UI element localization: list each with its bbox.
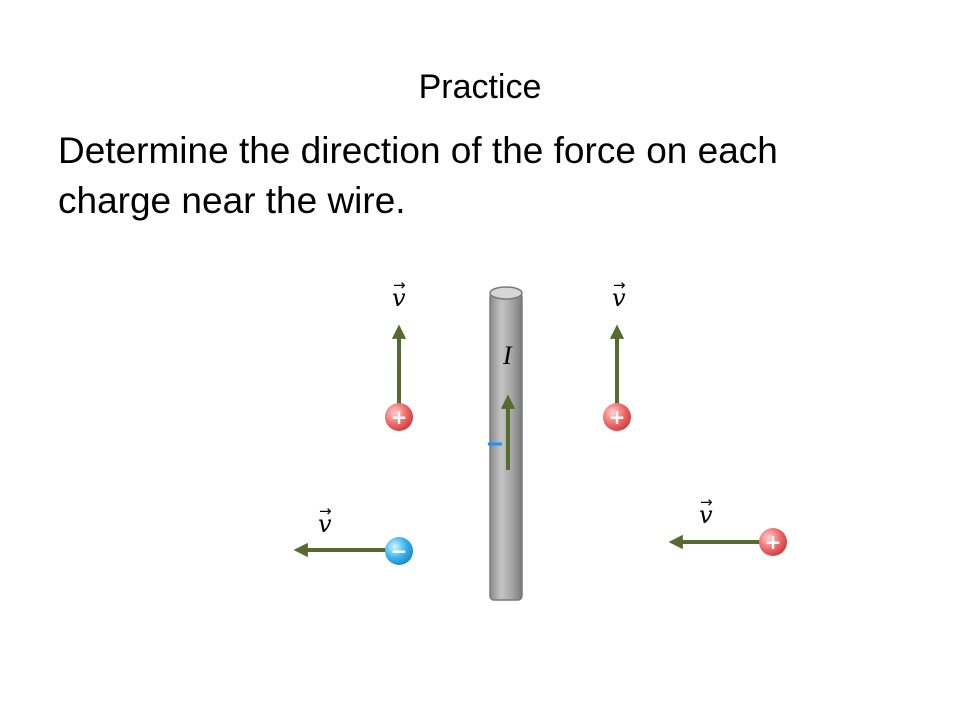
- vector-arrow-icon: →: [319, 502, 332, 520]
- charge-upper-left: + v →: [385, 276, 413, 431]
- charge-sign: +: [391, 405, 408, 429]
- charge-sign: +: [765, 530, 782, 554]
- charge-upper-right: + v →: [603, 276, 631, 431]
- charge-sign: +: [609, 405, 626, 429]
- positive-charge-icon: [759, 528, 787, 556]
- velocity-label: v: [392, 284, 406, 312]
- charge-sign: −: [391, 539, 408, 563]
- velocity-label: v: [699, 501, 713, 529]
- negative-charge-icon: [385, 537, 413, 565]
- charge-lower-left: − v →: [293, 502, 413, 565]
- positive-charge-icon: [385, 403, 413, 431]
- positive-charge-icon: [603, 403, 631, 431]
- vector-arrow-icon: →: [393, 276, 406, 294]
- charge-lower-right: + v →: [668, 493, 787, 556]
- vector-arrow-icon: →: [613, 276, 626, 294]
- vector-arrow-icon: →: [700, 493, 713, 511]
- current-label: I: [502, 341, 513, 370]
- velocity-label: v: [318, 510, 332, 538]
- slide-title: Practice: [418, 68, 542, 106]
- velocity-label: v: [612, 284, 626, 312]
- slide-body-text: Determine the direction of the force on …: [58, 130, 778, 221]
